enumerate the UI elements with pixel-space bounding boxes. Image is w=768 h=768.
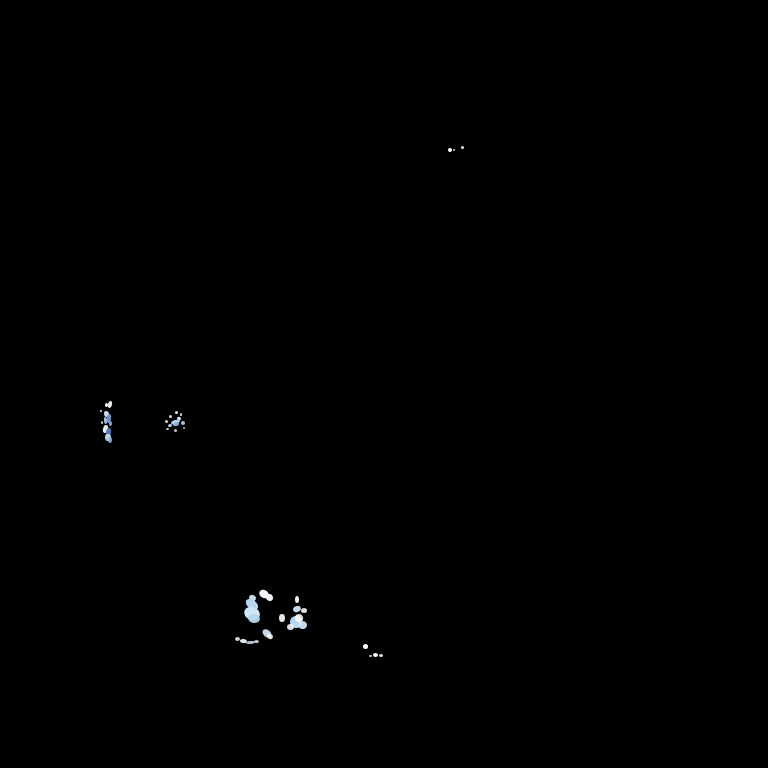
- cluster-upper-right-speckle: [163, 411, 189, 435]
- cluster-upper-far-dots: [448, 146, 466, 156]
- cluster-lower-right-dots: [363, 644, 387, 662]
- cluster-lower-main: [235, 590, 331, 652]
- cluster-upper-left-streak: [98, 401, 122, 445]
